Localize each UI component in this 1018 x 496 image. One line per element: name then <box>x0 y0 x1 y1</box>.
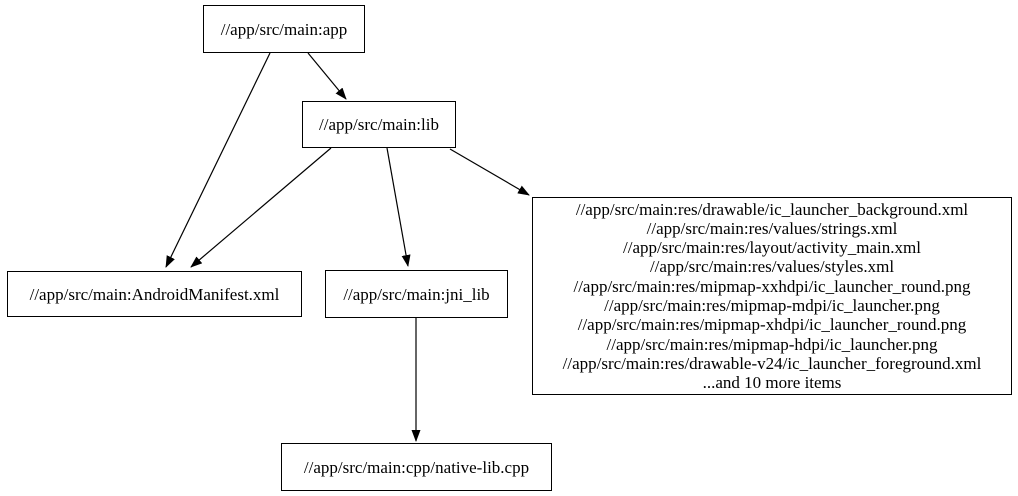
node-lib: //app/src/main:lib <box>302 101 456 148</box>
res-file-label: //app/src/main:res/values/styles.xml <box>649 257 895 277</box>
edge-lib-to-res <box>449 148 530 196</box>
edge-app-to-manifest <box>165 52 271 268</box>
node-resources: //app/src/main:res/drawable/ic_launcher_… <box>532 197 1012 395</box>
res-file-label: //app/src/main:res/mipmap-xxhdpi/ic_laun… <box>573 276 971 296</box>
node-android-manifest-label: //app/src/main:AndroidManifest.xml <box>29 284 280 304</box>
node-jni-lib-label: //app/src/main:jni_lib <box>343 284 490 304</box>
res-file-label: //app/src/main:res/layout/activity_main.… <box>623 238 921 258</box>
edge-lib-to-jni_lib <box>386 147 411 267</box>
node-native-lib-cpp: //app/src/main:cpp/native-lib.cpp <box>281 443 552 491</box>
node-app-label: //app/src/main:app <box>220 19 348 39</box>
edge-app-to-lib <box>307 52 347 100</box>
res-file-label: //app/src/main:res/mipmap-mdpi/ic_launch… <box>604 296 940 315</box>
res-file-label: //app/src/main:res/mipmap-xhdpi/ic_launc… <box>577 315 967 335</box>
node-lib-label: //app/src/main:lib <box>319 115 439 134</box>
node-jni-lib: //app/src/main:jni_lib <box>325 270 508 318</box>
node-native-lib-cpp-label: //app/src/main:cpp/native-lib.cpp <box>303 457 530 477</box>
res-file-label: //app/src/main:res/mipmap-hdpi/ic_launch… <box>606 334 938 354</box>
node-android-manifest: //app/src/main:AndroidManifest.xml <box>7 271 302 317</box>
res-file-label: //app/src/main:res/values/strings.xml <box>646 218 898 238</box>
node-app: //app/src/main:app <box>203 5 365 53</box>
res-file-label: //app/src/main:res/drawable/ic_launcher_… <box>575 199 969 219</box>
res-more-items-label: ...and 10 more items <box>702 373 842 393</box>
edge-lib-to-manifest <box>190 147 332 268</box>
res-file-label: //app/src/main:res/drawable-v24/ic_launc… <box>562 353 982 373</box>
